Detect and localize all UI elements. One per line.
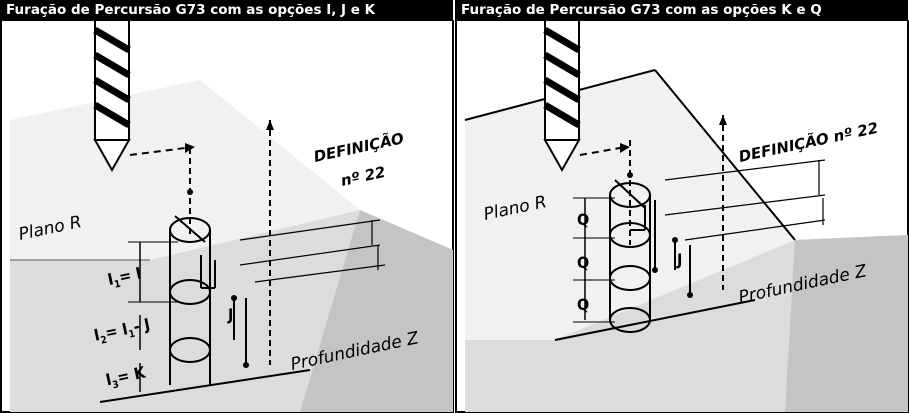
- right-panel-title: Furação de Percursão G73 com as opções K…: [455, 0, 908, 20]
- left-dot-3: [243, 362, 249, 368]
- left-i1-label: I1= I: [106, 263, 144, 292]
- right-q-label-3: Q: [577, 295, 589, 314]
- left-ref-line-3: [254, 264, 386, 283]
- right-diagram: Plano R DEFINIÇÃO nº 22 Profundidade Z Q…: [455, 20, 909, 413]
- left-j-label: J: [227, 305, 233, 324]
- right-rapid-path: [579, 147, 621, 156]
- right-hole-cylinder: [609, 179, 651, 333]
- right-top-edge-2: [654, 69, 796, 241]
- left-drill-bit-icon: [93, 20, 131, 173]
- right-drill-bit-icon: [543, 20, 581, 173]
- svg-text:I2= I1- J: I2= I1- J: [92, 314, 152, 347]
- right-ref-line-3: [684, 219, 826, 241]
- right-arrow-head: [620, 143, 630, 153]
- right-q-label-1: Q: [577, 210, 589, 229]
- right-workpiece-side: [785, 235, 908, 412]
- right-dot-2: [652, 267, 658, 273]
- left-ref-line-2: [239, 244, 381, 266]
- left-dot-2: [231, 295, 237, 301]
- left-workpiece-side: [300, 210, 453, 412]
- left-panel-title: Furação de Percursão G73 com as opções I…: [0, 0, 453, 20]
- left-r-plane-dot: [187, 189, 193, 195]
- svg-text:I1= I: I1= I: [106, 263, 144, 292]
- right-ref-line-2: [664, 194, 826, 216]
- left-bottom-line: [99, 369, 311, 403]
- left-hole-cylinder: [169, 215, 211, 385]
- left-dim-arrow: [266, 120, 274, 130]
- left-diagram: Plano R DEFINIÇÃO nº 22 Profundidade Z I…: [0, 20, 454, 413]
- left-i2-label: I2= I1- J: [92, 314, 152, 347]
- right-bottom-line: [554, 299, 756, 341]
- left-ref-line-1: [239, 219, 381, 241]
- right-dim-arrow: [719, 115, 727, 125]
- right-ref-line-1: [664, 159, 826, 181]
- right-q-label-2: Q: [577, 253, 589, 272]
- right-dot-4: [687, 292, 693, 298]
- right-diagram-panel: Furação de Percursão G73 com as opções K…: [455, 0, 909, 413]
- right-j-label: J: [676, 250, 682, 269]
- left-rapid-path: [129, 147, 186, 156]
- right-r-plane-dot: [627, 172, 633, 178]
- left-diagram-panel: Furação de Percursão G73 com as opções I…: [0, 0, 454, 413]
- right-dot-3: [672, 237, 678, 243]
